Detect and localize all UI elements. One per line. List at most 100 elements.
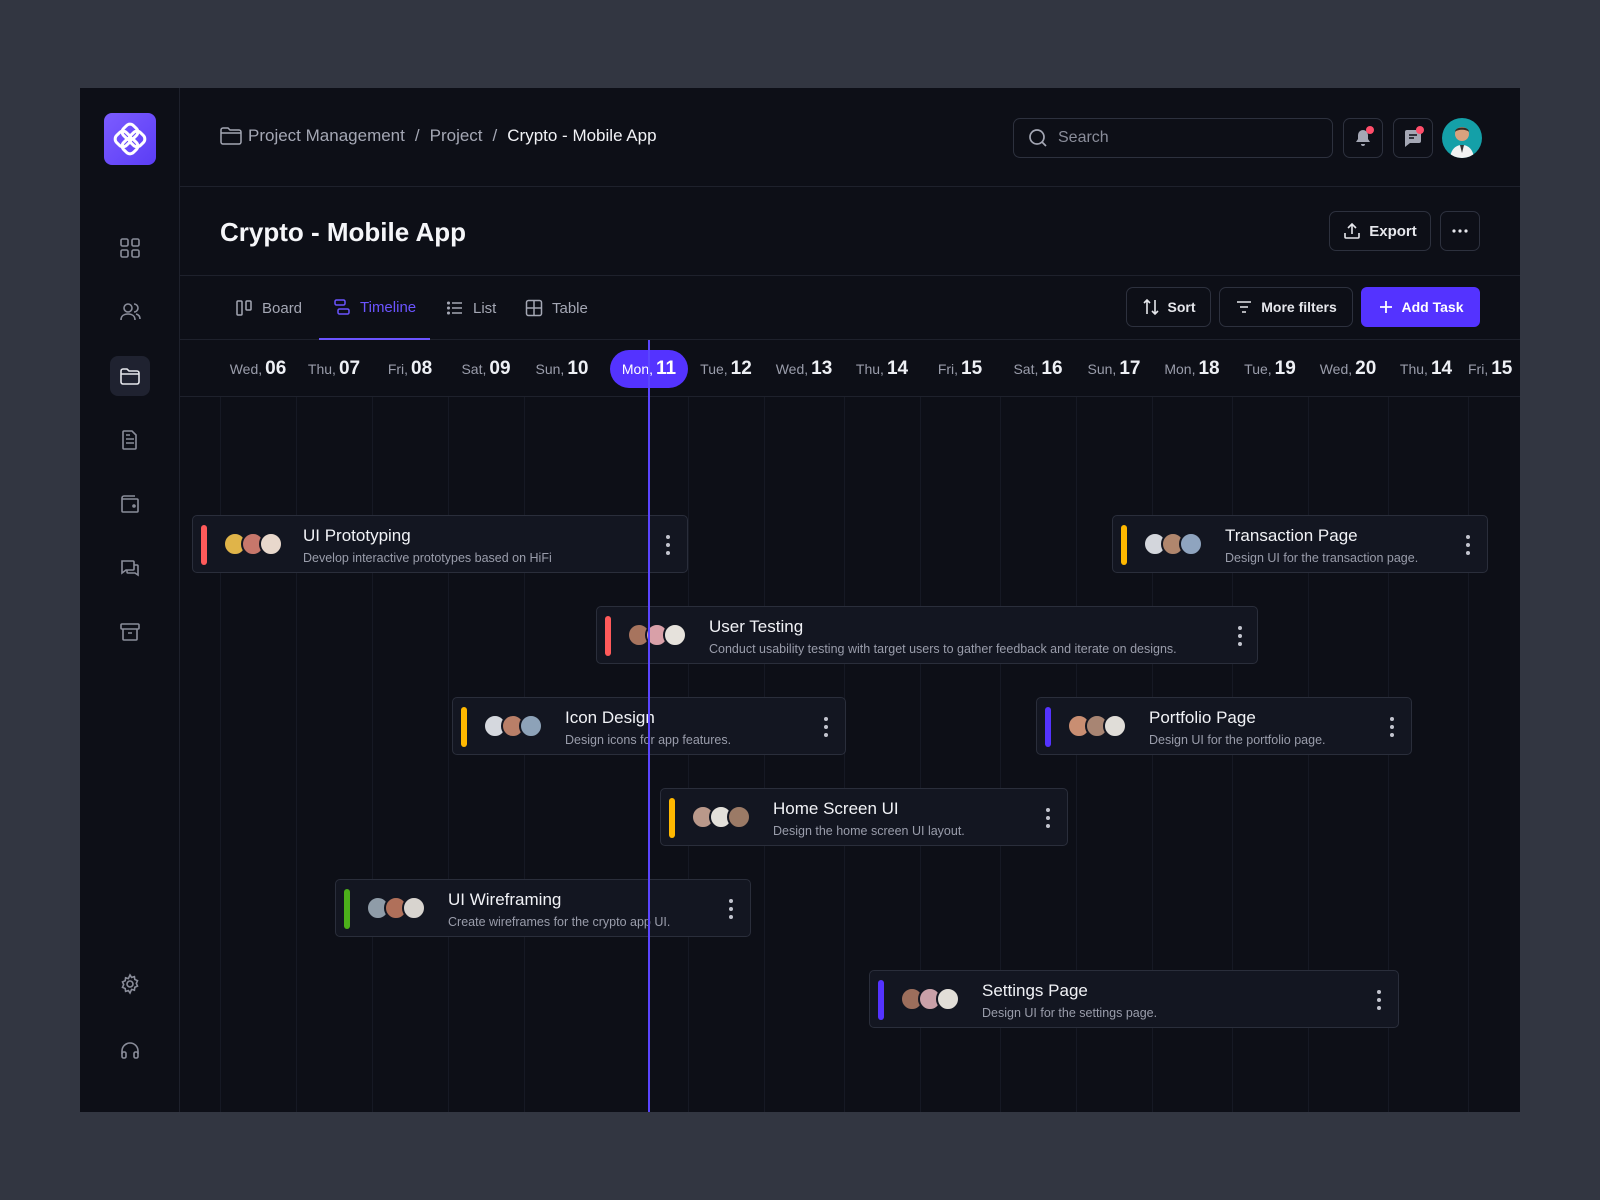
- nav-projects[interactable]: [110, 356, 150, 396]
- wallet-icon: [121, 495, 139, 513]
- task-card-home-screen-ui[interactable]: Home Screen UI Design the home screen UI…: [660, 788, 1068, 846]
- date-cell[interactable]: Mon,18: [1164, 358, 1220, 379]
- tab-label: Table: [552, 299, 588, 317]
- date-cell[interactable]: Thu,14: [855, 358, 909, 379]
- filters-label: More filters: [1261, 299, 1337, 315]
- breadcrumb-item[interactable]: Project: [429, 126, 483, 145]
- tab-table[interactable]: Table: [525, 276, 588, 340]
- kebab-menu-icon[interactable]: [728, 898, 734, 920]
- kebab-menu-icon[interactable]: [1376, 989, 1382, 1011]
- date-cell[interactable]: Fri,15: [1468, 358, 1513, 379]
- tab-board[interactable]: Board: [235, 276, 302, 340]
- chat-icon: [121, 560, 139, 577]
- avatar: [1103, 714, 1127, 738]
- assignee-avatars: [483, 714, 543, 738]
- task-card-ui-wireframing[interactable]: UI Wireframing Create wireframes for the…: [335, 879, 751, 937]
- assignee-avatars: [1067, 714, 1127, 738]
- task-color-bar: [344, 889, 350, 929]
- upload-icon: [1344, 222, 1361, 239]
- task-card-ui-prototyping[interactable]: UI Prototyping Develop interactive proto…: [192, 515, 688, 573]
- add-task-label: Add Task: [1401, 299, 1464, 315]
- date-cell[interactable]: Wed,20: [1319, 358, 1377, 379]
- notifications-button[interactable]: [1343, 118, 1383, 158]
- breadcrumb-current: Crypto - Mobile App: [507, 126, 657, 145]
- nav-team[interactable]: [110, 292, 150, 332]
- messages-button[interactable]: [1393, 118, 1433, 158]
- task-color-bar: [878, 980, 884, 1020]
- task-card-portfolio-page[interactable]: Portfolio Page Design UI for the portfol…: [1036, 697, 1412, 755]
- search-input[interactable]: [1058, 129, 1308, 147]
- headphones-icon: [121, 1042, 139, 1059]
- breadcrumb-item[interactable]: Project Management: [248, 126, 405, 145]
- task-title: User Testing: [709, 617, 804, 636]
- archive-icon: [120, 623, 140, 641]
- date-cell[interactable]: Sat,09: [461, 358, 511, 379]
- task-color-bar: [201, 525, 207, 565]
- avatar: [519, 714, 543, 738]
- date-cell[interactable]: Fri,15: [937, 358, 983, 379]
- task-card-settings-page[interactable]: Settings Page Design UI for the settings…: [869, 970, 1399, 1028]
- task-title: UI Prototyping: [303, 526, 411, 545]
- nav-archive[interactable]: [110, 612, 150, 652]
- more-options-button[interactable]: [1440, 211, 1480, 251]
- date-cell[interactable]: Thu,07: [307, 358, 361, 379]
- assignee-avatars: [900, 987, 960, 1011]
- date-cell[interactable]: Tue,19: [1244, 358, 1296, 379]
- date-cell[interactable]: Fri,08: [387, 358, 433, 379]
- board-icon: [236, 300, 252, 316]
- date-cell[interactable]: Sun,10: [535, 358, 589, 379]
- breadcrumb-separator: /: [414, 126, 420, 145]
- nav-dashboard[interactable]: [110, 228, 150, 268]
- user-avatar[interactable]: [1442, 118, 1482, 158]
- nav-wallet[interactable]: [110, 484, 150, 524]
- date-cell[interactable]: Sat,16: [1013, 358, 1063, 379]
- tab-timeline[interactable]: Timeline: [319, 276, 431, 340]
- task-title: Portfolio Page: [1149, 708, 1256, 727]
- assignee-avatars: [223, 532, 283, 556]
- nav-support[interactable]: [110, 1030, 150, 1070]
- timeline-dates: Wed,06 Thu,07 Fri,08 Sat,09 Sun,10 Mon,1…: [180, 340, 1520, 397]
- date-cell[interactable]: Wed,13: [775, 358, 833, 379]
- kebab-menu-icon[interactable]: [1045, 807, 1051, 829]
- kebab-menu-icon[interactable]: [1389, 716, 1395, 738]
- nav-documents[interactable]: [110, 420, 150, 460]
- task-card-user-testing[interactable]: User Testing Conduct usability testing w…: [596, 606, 1258, 664]
- kebab-menu-icon[interactable]: [1465, 534, 1471, 556]
- task-title: UI Wireframing: [448, 890, 562, 909]
- kebab-menu-icon[interactable]: [665, 534, 671, 556]
- bell-icon: [1356, 130, 1370, 146]
- date-cell[interactable]: Sun,17: [1087, 358, 1141, 379]
- tab-list[interactable]: List: [446, 276, 496, 340]
- kebab-menu-icon[interactable]: [823, 716, 829, 738]
- kebab-menu-icon[interactable]: [1237, 625, 1243, 647]
- table-icon: [525, 299, 543, 317]
- task-title: Settings Page: [982, 981, 1088, 1000]
- list-icon: [446, 301, 462, 315]
- assignee-avatars: [627, 623, 687, 647]
- app-logo[interactable]: [104, 113, 156, 165]
- nav-messages[interactable]: [110, 548, 150, 588]
- export-button[interactable]: Export: [1329, 211, 1431, 251]
- avatar: [663, 623, 687, 647]
- search-box[interactable]: [1013, 118, 1333, 158]
- nav-settings[interactable]: [110, 964, 150, 1004]
- sort-button[interactable]: Sort: [1126, 287, 1211, 327]
- date-cell[interactable]: Tue,12: [700, 358, 752, 379]
- task-description: Conduct usability testing with target us…: [709, 642, 1177, 656]
- breadcrumb-separator: /: [492, 126, 498, 145]
- tab-label: Timeline: [360, 298, 417, 316]
- date-cell[interactable]: Wed,06: [229, 358, 287, 379]
- logo-icon: [113, 122, 147, 156]
- tab-label: List: [473, 299, 497, 317]
- plus-icon: [1379, 301, 1392, 313]
- date-cell[interactable]: Thu,14: [1399, 358, 1453, 379]
- more-filters-button[interactable]: More filters: [1219, 287, 1353, 327]
- avatar: [259, 532, 283, 556]
- task-card-transaction-page[interactable]: Transaction Page Design UI for the trans…: [1112, 515, 1488, 573]
- add-task-button[interactable]: Add Task: [1361, 287, 1480, 327]
- task-description: Develop interactive prototypes based on …: [303, 551, 552, 565]
- message-dot: [1416, 126, 1424, 134]
- view-toolbar: Board Timeline List Table Sort More filt…: [180, 276, 1520, 340]
- timeline-icon: [334, 299, 350, 315]
- notification-dot: [1366, 126, 1374, 134]
